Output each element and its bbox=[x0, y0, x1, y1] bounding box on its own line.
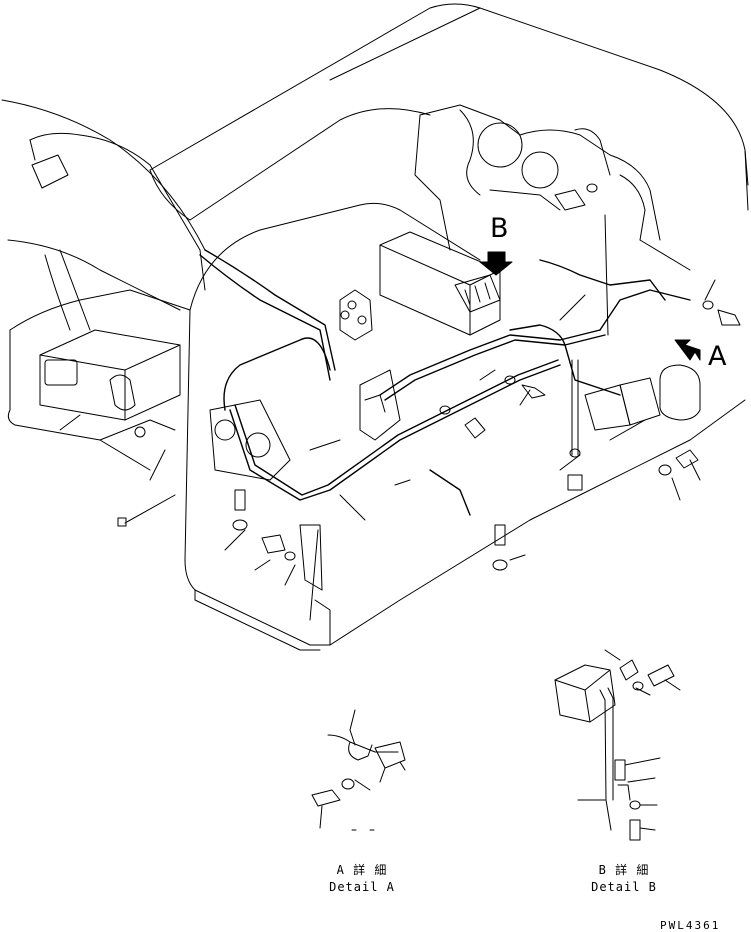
relay-bracket bbox=[339, 289, 401, 441]
detail-b-drawing bbox=[554, 649, 681, 841]
callout-arrow-b bbox=[479, 251, 513, 276]
left-frame bbox=[1, 99, 206, 471]
detail-a-caption-jp: A 詳 細 bbox=[336, 863, 388, 877]
detail-a-drawing bbox=[311, 709, 406, 831]
work-lamp bbox=[29, 132, 206, 291]
leader-lines bbox=[59, 214, 716, 621]
engine bbox=[414, 104, 661, 251]
washer-tank bbox=[584, 364, 701, 431]
bolts bbox=[117, 183, 741, 591]
battery-box bbox=[39, 329, 181, 441]
drawing-code: PWL4361 bbox=[660, 919, 721, 932]
callout-arrow-a bbox=[674, 339, 701, 361]
cab-shell bbox=[149, 3, 749, 221]
detail-b-caption-en: Detail B bbox=[591, 880, 657, 894]
callout-b-label: B bbox=[490, 213, 509, 244]
controller-block bbox=[379, 231, 501, 336]
base-plate bbox=[184, 202, 746, 651]
main-harness bbox=[199, 249, 691, 516]
detail-b-caption-jp: B 詳 細 bbox=[598, 863, 650, 877]
callout-a-label: A bbox=[708, 341, 727, 372]
monitor-panel bbox=[209, 399, 291, 481]
detail-a-caption-en: Detail A bbox=[329, 880, 395, 894]
